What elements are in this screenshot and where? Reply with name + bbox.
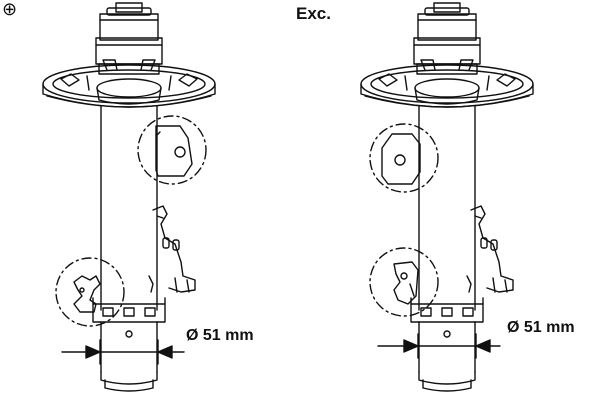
right-diameter-dimension bbox=[378, 334, 500, 358]
right-diameter-label: Ø 51 mm bbox=[507, 319, 575, 336]
side-indicator-symbol: ⊕ bbox=[2, 0, 18, 19]
left-diameter-dimension bbox=[62, 340, 184, 364]
right-strut-drawing bbox=[360, 2, 534, 392]
left-diameter-label: Ø 51 mm bbox=[186, 327, 254, 344]
left-strut-drawing bbox=[42, 2, 216, 392]
exception-label: Exc. bbox=[296, 4, 331, 23]
